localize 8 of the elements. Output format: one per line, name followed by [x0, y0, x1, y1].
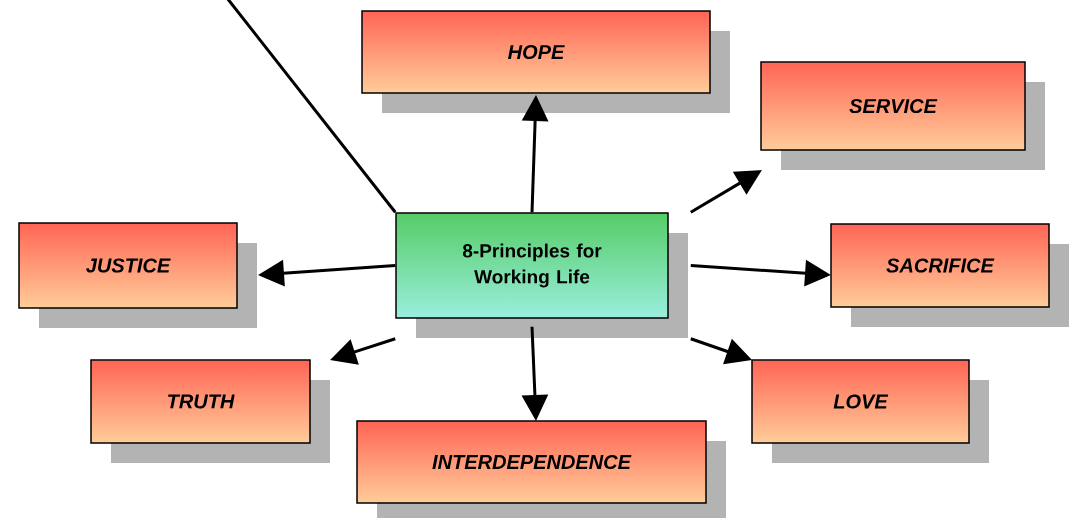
principle-box: HOPE [361, 10, 730, 113]
principle-box: TRUTH [90, 359, 330, 463]
principle-box: SERVICE [760, 61, 1045, 170]
principle-box: SACRIFICE [830, 223, 1069, 327]
principle-box: INTERDEPENDENCE [356, 420, 726, 518]
principle-box: LOVE [751, 359, 989, 463]
principle-box: JUSTICE [18, 222, 257, 328]
central-box: 8-Principles for Working Life [395, 212, 688, 338]
